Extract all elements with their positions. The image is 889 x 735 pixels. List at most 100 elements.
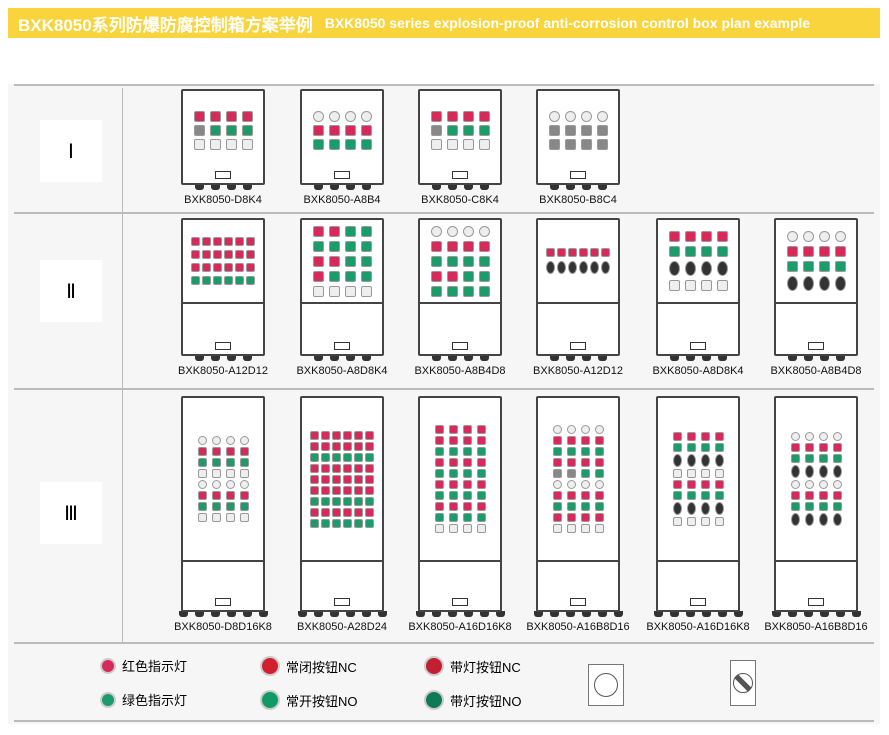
red-indicator-icon bbox=[211, 491, 221, 500]
red-indicator-icon bbox=[213, 237, 222, 246]
red-indicator-icon bbox=[462, 110, 474, 122]
green-indicator-icon bbox=[365, 518, 374, 528]
red-indicator-icon bbox=[328, 124, 340, 136]
model-label: BXK8050-A16B8D16 bbox=[526, 621, 630, 633]
red-indicator-icon bbox=[790, 443, 800, 452]
red-indicator-icon bbox=[193, 110, 205, 122]
control-box-bxk8050-a12d12: BXK8050-A12D12 bbox=[519, 218, 637, 378]
control-box-bxk8050-d8k4: BXK8050-D8K4 bbox=[164, 89, 282, 207]
lit-button-icon bbox=[686, 502, 696, 515]
green-indicator-icon bbox=[714, 491, 724, 500]
green-indicator-icon bbox=[321, 452, 330, 462]
selector-switch-icon bbox=[434, 524, 444, 533]
lit-button-icon bbox=[700, 454, 710, 467]
control-box-bxk8050-a16b8d16: BXK8050-A16B8D16 bbox=[757, 396, 875, 634]
nameplate bbox=[808, 342, 824, 350]
terminal-panel bbox=[658, 562, 738, 610]
cable-gland bbox=[717, 355, 727, 361]
green-indicator-icon bbox=[672, 491, 682, 500]
red-indicator-icon bbox=[310, 485, 319, 495]
push-button-icon bbox=[225, 480, 235, 489]
legend-red-indicator: 红色指示灯 bbox=[100, 656, 187, 675]
row-numeral: Ⅰ bbox=[40, 120, 102, 182]
cable-gland bbox=[495, 611, 505, 617]
green-indicator-icon bbox=[832, 454, 842, 463]
red-indicator-icon bbox=[818, 491, 828, 500]
terminal-panel bbox=[776, 562, 856, 610]
selector-switch-icon bbox=[239, 513, 249, 522]
red-indicator-icon bbox=[434, 425, 444, 434]
red-indicator-icon bbox=[552, 513, 562, 522]
green-indicator-icon bbox=[211, 502, 221, 511]
green-indicator-icon bbox=[360, 240, 372, 252]
red-indicator-icon bbox=[476, 502, 486, 511]
legend-label: 常开按钮NO bbox=[286, 693, 358, 709]
green-indicator-icon bbox=[700, 246, 712, 257]
red-indicator-icon bbox=[191, 263, 200, 272]
legend-lit-nc-button: 带灯按钮NC bbox=[424, 656, 521, 676]
control-box-bxk8050-a8b4: BXK8050-A8B4 bbox=[283, 89, 401, 207]
green-indicator-icon bbox=[790, 502, 800, 511]
control-box-image bbox=[300, 396, 384, 612]
model-label: BXK8050-A8D8K4 bbox=[296, 365, 388, 377]
green-indicator-icon bbox=[448, 469, 458, 478]
legend-no-button: 常开按钮NO bbox=[260, 690, 358, 710]
component-panel bbox=[658, 398, 738, 562]
control-box-image bbox=[536, 396, 620, 612]
red-indicator-icon bbox=[365, 507, 374, 517]
red-indicator-icon bbox=[310, 430, 319, 440]
legend-label: 绿色指示灯 bbox=[122, 693, 188, 708]
gray-button-icon bbox=[580, 124, 592, 136]
green-indicator-icon bbox=[225, 502, 235, 511]
push-button-icon bbox=[594, 480, 604, 489]
red-indicator-icon bbox=[312, 270, 324, 282]
green-indicator-icon bbox=[332, 496, 341, 506]
cable-gland bbox=[329, 611, 339, 617]
control-box-image bbox=[300, 89, 384, 185]
red-indicator-icon bbox=[448, 436, 458, 445]
push-button-icon bbox=[818, 231, 830, 242]
green-indicator-icon bbox=[360, 255, 372, 267]
cable-glands bbox=[164, 355, 282, 361]
nameplate bbox=[334, 171, 350, 179]
red-indicator-icon bbox=[446, 110, 458, 122]
push-button-icon bbox=[478, 225, 490, 237]
red-indicator-icon bbox=[552, 491, 562, 500]
red-indicator-icon bbox=[818, 443, 828, 452]
cable-gland bbox=[242, 184, 252, 190]
legend-lit-no-button: 带灯按钮NO bbox=[424, 690, 522, 710]
green-indicator-icon bbox=[566, 502, 576, 511]
terminal-panel bbox=[658, 304, 738, 354]
gray-button-icon bbox=[566, 469, 576, 478]
title-cn: BXK8050系列防爆防腐控制箱方案举例 bbox=[18, 15, 313, 35]
model-label: BXK8050-A8B4D8 bbox=[414, 365, 506, 377]
lit-no-button-icon bbox=[424, 690, 444, 710]
selector-switch-icon bbox=[225, 469, 235, 478]
gray-button-icon bbox=[430, 124, 442, 136]
green-indicator-icon bbox=[344, 225, 356, 237]
cable-gland bbox=[447, 355, 457, 361]
lit-button-icon bbox=[714, 454, 724, 467]
cable-gland bbox=[533, 611, 543, 617]
cable-gland bbox=[415, 611, 425, 617]
cable-gland bbox=[313, 355, 323, 361]
lit-button-icon bbox=[804, 465, 814, 478]
cable-gland bbox=[565, 611, 575, 617]
cable-gland bbox=[479, 611, 489, 617]
lit-button-icon bbox=[686, 454, 696, 467]
red-indicator-icon bbox=[328, 225, 340, 237]
gray-button-icon bbox=[596, 124, 608, 136]
nameplate bbox=[570, 342, 586, 350]
gray-button-icon bbox=[193, 124, 205, 136]
selector-switch-icon bbox=[360, 285, 372, 297]
green-indicator-icon bbox=[434, 491, 444, 500]
red-indicator-icon bbox=[434, 502, 444, 511]
row-numeral: Ⅲ bbox=[40, 482, 102, 544]
nameplate bbox=[215, 171, 231, 179]
selector-switch-icon bbox=[684, 280, 696, 291]
red-indicator-icon bbox=[430, 110, 442, 122]
red-indicator-icon bbox=[834, 246, 846, 257]
red-indicator-icon bbox=[332, 474, 341, 484]
green-indicator-icon bbox=[328, 138, 340, 150]
green-indicator-icon bbox=[462, 124, 474, 136]
